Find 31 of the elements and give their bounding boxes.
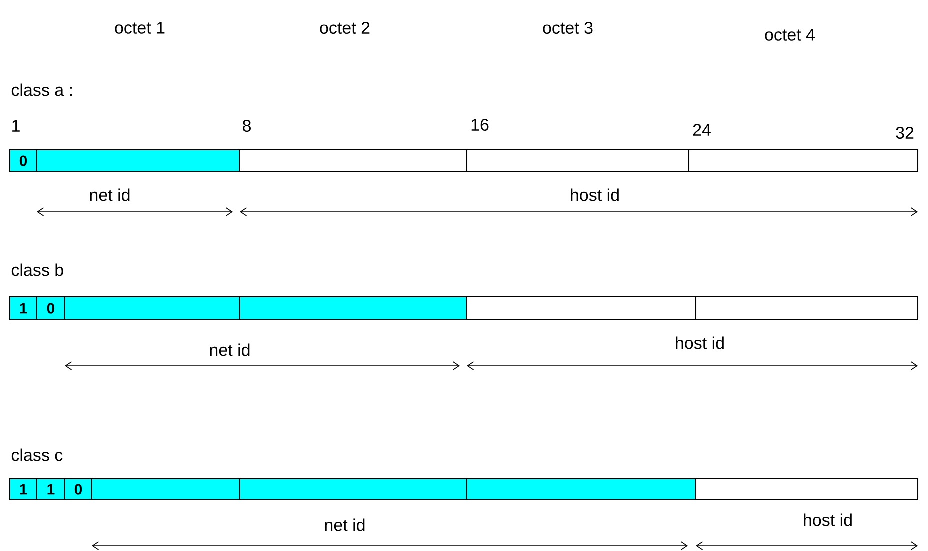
text-label: octet 1 — [115, 22, 165, 34]
field-segment — [688, 150, 919, 172]
text-label: class b — [12, 264, 64, 276]
bit-cell: 0 — [64, 478, 92, 500]
text-label: octet 3 — [543, 22, 593, 34]
text-label: host id — [676, 336, 724, 350]
bit-cell: 1 — [10, 478, 38, 500]
bit-cell: 1 — [10, 296, 38, 320]
field-segment — [240, 296, 468, 320]
text-label: octet 2 — [320, 22, 370, 34]
text-label: 8 — [243, 120, 251, 132]
field-segment — [240, 478, 468, 500]
text-label: 1 — [12, 120, 20, 132]
field-segment — [466, 478, 697, 500]
field-segment — [466, 150, 690, 172]
text-label: 24 — [693, 124, 711, 136]
text-label: net id — [325, 518, 365, 532]
field-segment — [240, 150, 468, 172]
field-segment — [466, 296, 697, 320]
text-label: net id — [210, 344, 250, 356]
text-label: class c — [12, 448, 63, 462]
text-label: 16 — [472, 118, 489, 132]
field-segment — [696, 478, 919, 500]
text-label: octet 4 — [765, 29, 816, 41]
bit-cell: 0 — [10, 150, 38, 172]
text-label: host id — [571, 188, 619, 202]
text-label: class a : — [12, 84, 72, 96]
field-segment — [696, 296, 919, 320]
bit-cell: 0 — [36, 296, 66, 320]
bit-cell: 1 — [36, 478, 66, 500]
text-label: net id — [90, 188, 130, 202]
